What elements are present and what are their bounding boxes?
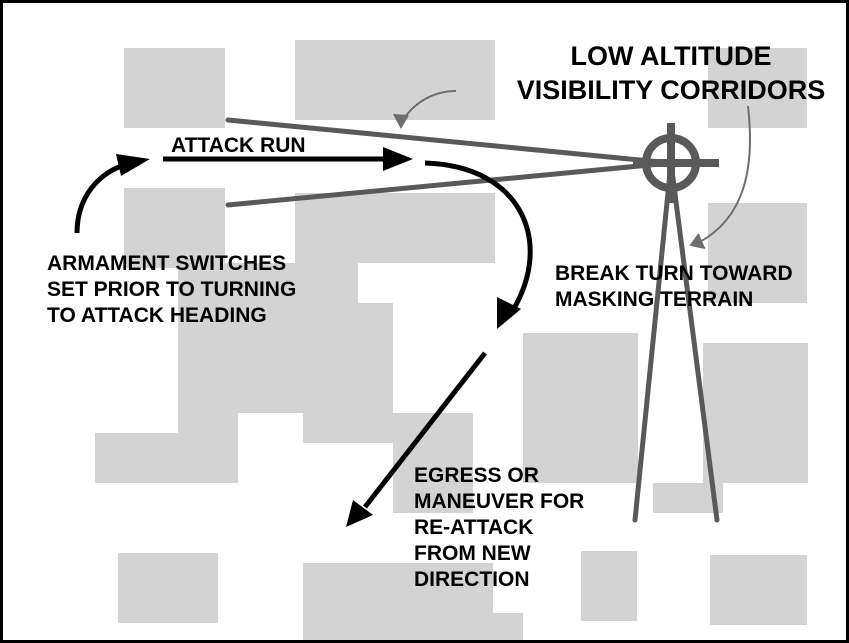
turn-arrowhead — [116, 154, 150, 176]
corridors-title-line1: LOW ALTITUDE — [570, 41, 772, 71]
egress-note-line2: MANEUVER FOR — [414, 490, 585, 513]
visibility-corridors — [225, 117, 720, 523]
egress-note-line1: EGRESS OR — [414, 464, 539, 487]
break-turn-note-line1: BREAK TURN TOWARD — [555, 262, 793, 285]
armament-note-line2: SET PRIOR TO TURNING — [47, 278, 297, 301]
leader-arrowhead-upper — [393, 113, 409, 130]
terrain-block — [581, 551, 637, 621]
egress-note-line5: DIRECTION — [414, 568, 530, 591]
corridors-title-line2: VISIBILITY CORRIDORS — [516, 75, 826, 105]
attack-run-arrowhead — [383, 147, 413, 171]
terrain-block — [423, 613, 523, 640]
terrain-block — [523, 333, 638, 483]
corridors-title: LOW ALTITUDE VISIBILITY CORRIDORS — [491, 39, 846, 107]
break-turn-note: BREAK TURN TOWARD MASKING TERRAIN — [555, 261, 793, 313]
terrain-block — [411, 193, 495, 263]
leader-arrowhead-southeast — [689, 233, 706, 249]
terrain-block — [124, 188, 225, 268]
break-turn-arrow — [424, 160, 533, 312]
corridor-line-southeast — [668, 160, 720, 523]
corridor-line-lower-west — [225, 160, 674, 208]
egress-arrow — [363, 351, 487, 509]
leader-to-southeast-corridor — [697, 105, 751, 244]
armament-note-line3: TO ATTACK HEADING — [47, 304, 267, 327]
terrain-block — [124, 48, 225, 128]
egress-note: EGRESS OR MANEUVER FOR RE-ATTACK FROM NE… — [414, 463, 584, 593]
target-crosshair-icon — [633, 123, 719, 203]
terrain-block — [708, 48, 807, 128]
leader-arrows — [393, 90, 751, 249]
egress-note-line3: RE-ATTACK — [414, 516, 534, 539]
terrain-block — [118, 553, 218, 623]
terrain-block — [710, 555, 807, 625]
corridor-line-upper-west — [225, 117, 674, 166]
terrain-block — [411, 40, 495, 120]
egress-note-line4: FROM NEW — [414, 542, 531, 565]
armament-note: ARMAMENT SWITCHES SET PRIOR TO TURNING T… — [47, 251, 296, 329]
terrain-block — [295, 193, 411, 263]
corridor-line-southwest — [632, 160, 674, 523]
armament-note-line1: ARMAMENT SWITCHES — [47, 252, 287, 275]
attack-run-label: ATTACK RUN — [171, 134, 306, 157]
terrain-block — [708, 203, 807, 303]
egress-arrowhead — [346, 500, 373, 527]
terrain-blocks — [95, 40, 808, 640]
terrain-block — [393, 413, 473, 513]
terrain-block — [703, 343, 808, 483]
break-turn-note-line2: MASKING TERRAIN — [555, 288, 754, 311]
terrain-block — [178, 413, 238, 483]
terrain-block — [303, 303, 393, 443]
break-turn-arrowhead — [497, 297, 521, 329]
maneuver-arrows — [74, 147, 533, 527]
diagram-graphics — [74, 40, 808, 640]
terrain-block — [295, 40, 411, 120]
